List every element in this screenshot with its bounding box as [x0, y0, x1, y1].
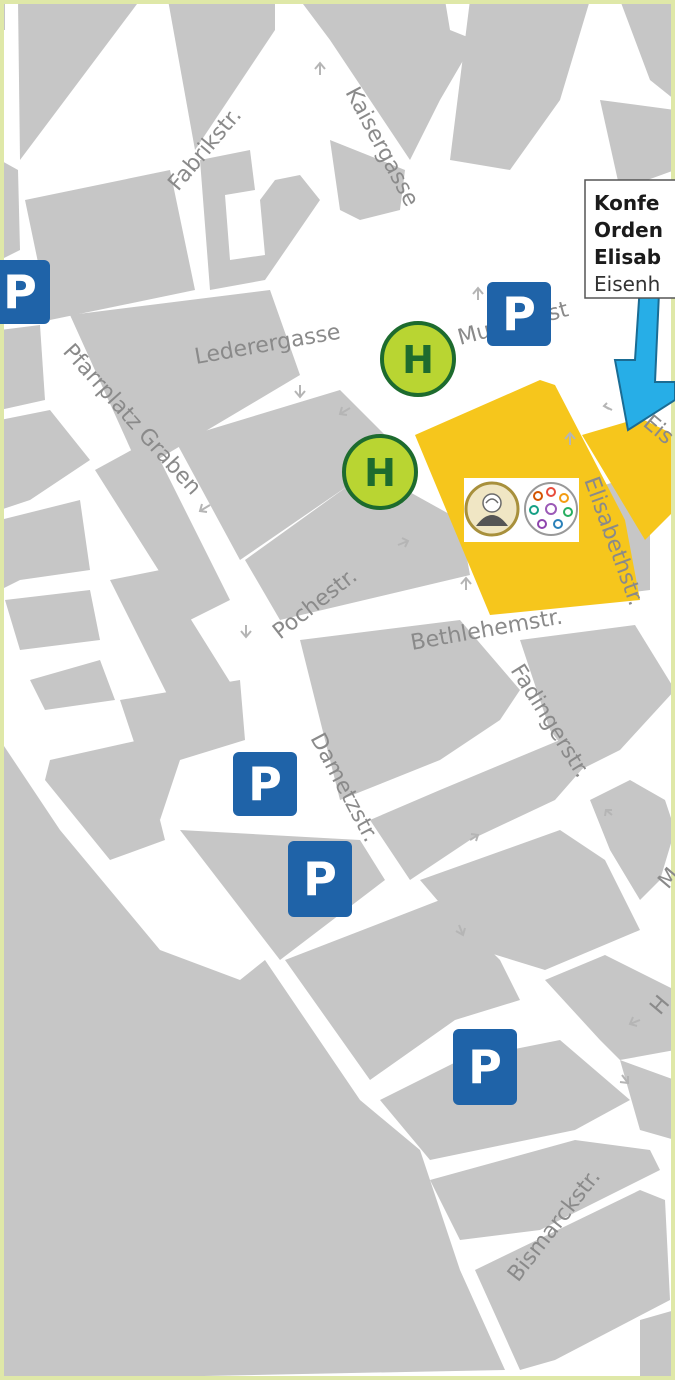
- block: [285, 900, 520, 1080]
- parking-sign[interactable]: P: [487, 282, 551, 346]
- parking-sign-bg: [288, 841, 352, 917]
- one-way-arrow: [240, 625, 252, 639]
- parking-sign-bg: [0, 260, 50, 324]
- parking-sign-bg: [233, 752, 297, 816]
- one-way-arrow: [198, 503, 211, 513]
- parking-sign[interactable]: P: [453, 1029, 517, 1105]
- callout-line4: Eisenh: [594, 272, 660, 296]
- bus-stop-circle: [342, 434, 418, 510]
- one-way-arrow: [628, 1016, 641, 1027]
- one-way-arrow: [602, 402, 613, 411]
- block: [18, 0, 140, 160]
- parking-sign-label: P: [468, 1040, 502, 1094]
- parking-sign[interactable]: P: [233, 752, 297, 816]
- parking-sign[interactable]: P: [0, 260, 50, 324]
- one-way-arrows: [198, 61, 641, 1085]
- parking-sign-label: P: [502, 287, 536, 341]
- block: [0, 410, 90, 510]
- one-way-arrow: [460, 576, 472, 590]
- bus-stop-sign[interactable]: H: [380, 321, 456, 397]
- highlight-block: [582, 418, 675, 540]
- bus-stop-sign[interactable]: H: [342, 434, 418, 510]
- parking-sign-bg: [453, 1029, 517, 1105]
- parking-sign[interactable]: P: [288, 841, 352, 917]
- logo-group: [464, 478, 579, 542]
- block: [95, 440, 230, 620]
- saint-portrait-logo: [464, 481, 520, 537]
- block: [450, 0, 590, 170]
- block: [110, 570, 235, 720]
- block: [245, 470, 470, 620]
- block: [620, 1060, 675, 1140]
- block: [0, 740, 505, 1380]
- parking-sign-label: P: [3, 265, 37, 319]
- block: [520, 625, 675, 770]
- one-way-arrow: [619, 1074, 629, 1085]
- block: [5, 590, 100, 650]
- block: [45, 740, 165, 860]
- colorful-circle-logo: [524, 482, 578, 536]
- one-way-arrow: [455, 924, 466, 937]
- block: [600, 100, 675, 190]
- callout-line1: Konfe: [594, 191, 659, 215]
- parking-sign-bg: [487, 282, 551, 346]
- block: [0, 325, 45, 410]
- parking-sign-label: P: [248, 757, 282, 811]
- block: [330, 140, 405, 220]
- bus-stop-label: H: [402, 338, 434, 382]
- one-way-arrow: [397, 537, 410, 548]
- block: [475, 1190, 670, 1370]
- one-way-arrow: [604, 809, 613, 817]
- parking-sign-label: P: [303, 852, 337, 906]
- one-way-arrow: [294, 385, 306, 399]
- callout-line2: Orden: [594, 218, 663, 242]
- bus-stop-circle: [380, 321, 456, 397]
- location-pointer-arrow: [613, 269, 675, 432]
- one-way-arrow: [472, 286, 484, 300]
- destination-callout: Konfe Orden Elisab Eisenh: [584, 179, 675, 299]
- callout-line3: Elisab: [594, 245, 661, 269]
- block: [0, 500, 90, 590]
- block: [0, 160, 20, 260]
- block: [370, 740, 590, 880]
- block: [168, 0, 275, 150]
- block: [175, 390, 400, 560]
- block: [545, 955, 675, 1060]
- one-way-arrow: [564, 431, 576, 445]
- block: [620, 0, 675, 100]
- one-way-arrow: [338, 406, 351, 416]
- block: [30, 660, 115, 710]
- callout-box: [584, 179, 675, 299]
- one-way-arrow: [469, 833, 480, 842]
- bus-stop-label: H: [364, 451, 396, 495]
- block: [640, 1310, 675, 1380]
- block: [70, 290, 300, 470]
- block: [200, 150, 320, 290]
- block: [300, 620, 520, 800]
- block: [430, 1140, 660, 1240]
- block: [25, 170, 195, 320]
- one-way-arrow: [314, 61, 326, 75]
- block: [300, 0, 475, 160]
